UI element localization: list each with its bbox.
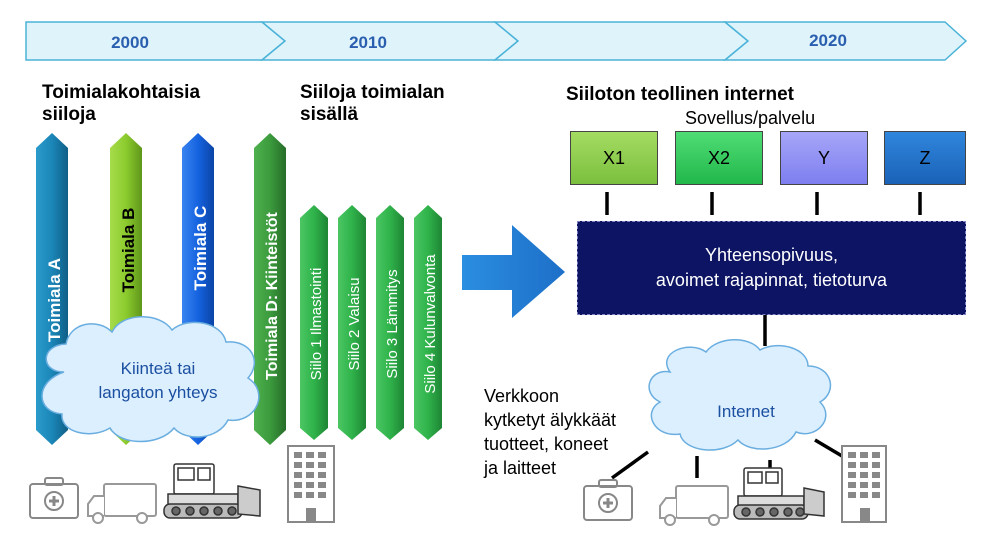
left-title-line2: siiloja xyxy=(42,104,96,125)
pillar-toimiala-d-label: Toimiala D: Kiinteistöt xyxy=(264,211,281,379)
platform-text-line1: Yhteensopivuus, xyxy=(704,245,839,265)
devices-text: Verkkoon kytketyt älykkäät tuotteet, kon… xyxy=(484,384,616,480)
year-2020: 2020 xyxy=(809,31,847,50)
middle-title: Siiloja toimialan sisällä xyxy=(300,82,445,126)
year-2010: 2010 xyxy=(349,33,387,52)
platform-box: Yhteensopivuus, avoimet rajapinnat, tiet… xyxy=(577,221,966,315)
left-title-line1: Toimialakohtaisia xyxy=(42,82,201,103)
bulldozer-icon xyxy=(733,467,825,520)
transition-arrow xyxy=(462,225,565,318)
silo-pillar-4-label: Siilo 4 Kulunvalvonta xyxy=(422,254,439,394)
left-title: Toimialakohtaisia siiloja xyxy=(42,82,200,126)
app-box-y-label: Y xyxy=(817,147,830,168)
devices-text-line3: tuotteet, koneet xyxy=(484,434,609,454)
truck-icon xyxy=(659,485,729,526)
middle-title-line2: sisällä xyxy=(300,104,359,125)
medical-case-icon xyxy=(29,477,79,519)
truck-icon xyxy=(87,483,157,524)
silo-pillar-3-label: Siilo 3 Lämmitys xyxy=(384,269,401,378)
app-box-x1: X1 xyxy=(570,131,658,185)
devices-text-line1: Verkkoon xyxy=(484,386,560,406)
app-box-x1-label: X1 xyxy=(602,147,626,168)
connector-medical xyxy=(610,450,650,480)
internet-cloud xyxy=(648,339,832,451)
right-title: Siiloton teollinen internet xyxy=(566,84,794,105)
silo-pillar-4 xyxy=(414,205,442,440)
pillar-toimiala-c-label: Toimiala C xyxy=(191,206,210,291)
app-box-x2-label: X2 xyxy=(707,147,731,168)
right-subtitle: Sovellus/palvelu xyxy=(685,108,816,128)
medical-case-icon xyxy=(583,479,633,521)
connection-cloud xyxy=(41,316,260,443)
app-box-x2: X2 xyxy=(675,131,763,185)
pillar-toimiala-a-label: Toimiala A xyxy=(45,258,64,342)
silo-pillar-2 xyxy=(338,205,366,440)
app-box-z-label: Z xyxy=(919,147,931,168)
devices-text-line2: kytketyt älykkäät xyxy=(484,410,617,430)
year-2000: 2000 xyxy=(111,33,149,52)
silo-pillar-1-label: Siilo 1 Ilmastointi xyxy=(308,268,325,381)
cloud-text-line1: Kiinteä tai xyxy=(121,359,196,378)
internet-label: Internet xyxy=(717,402,775,421)
bulldozer-icon xyxy=(163,463,261,519)
app-box-z: Z xyxy=(884,131,966,185)
connector-building xyxy=(814,438,843,458)
building-icon xyxy=(287,445,335,523)
silo-pillar-1 xyxy=(300,205,328,440)
app-box-y: Y xyxy=(780,131,868,185)
pillar-toimiala-b-label: Toimiala B xyxy=(119,208,138,293)
cloud-text-line2: langaton yhteys xyxy=(98,383,217,402)
silo-pillar-3 xyxy=(376,205,404,440)
timeline-segment-4 xyxy=(722,21,968,61)
middle-title-line1: Siiloja toimialan xyxy=(300,82,445,103)
building-icon xyxy=(841,445,887,523)
platform-text-line2: avoimet rajapinnat, tietoturva xyxy=(655,270,888,290)
devices-text-line4: ja laitteet xyxy=(484,458,557,478)
silo-pillar-2-label: Siilo 2 Valaisu xyxy=(346,277,363,370)
pillar-toimiala-d xyxy=(254,133,286,445)
timeline: 2000 2010 2020 xyxy=(25,21,968,61)
